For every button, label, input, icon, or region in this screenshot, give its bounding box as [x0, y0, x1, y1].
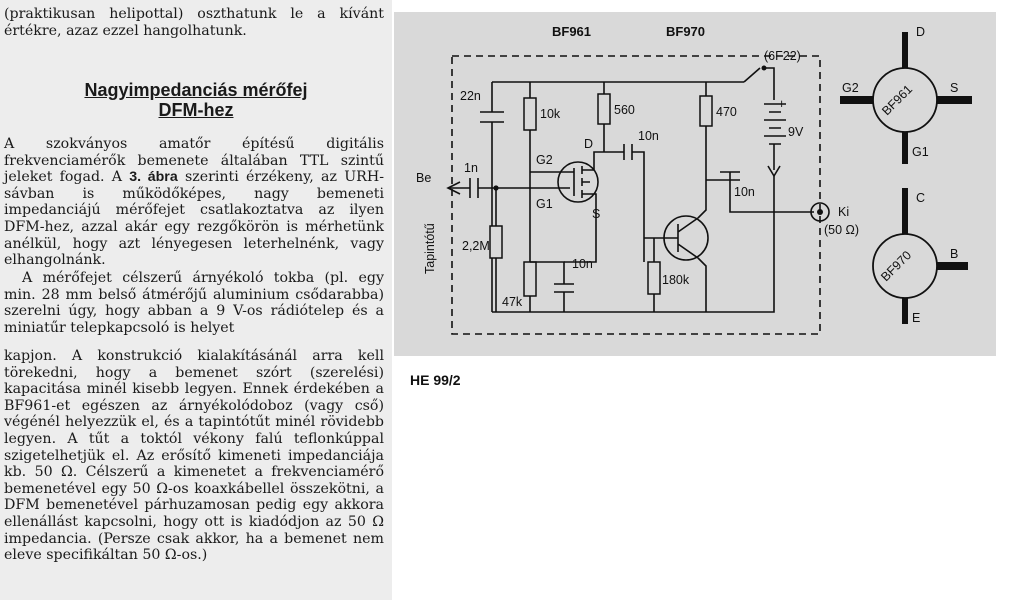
figure-reference: 3. ábra: [129, 169, 178, 186]
heading-line-2: DFM-hez: [158, 100, 234, 120]
resistor-2-2m: [489, 225, 503, 259]
capacitor-22n: [480, 82, 504, 312]
paragraph-1: A szokványos amatőr építésű digitális fr…: [4, 136, 384, 269]
label-10k: 10k: [540, 107, 561, 121]
label-pin-c: C: [916, 191, 925, 205]
label-pin-d: D: [916, 25, 925, 39]
label-10n-source: 10n: [572, 257, 593, 271]
label-probe: Tapintótű: [423, 223, 437, 274]
label-output: Ki: [838, 205, 849, 219]
label-gate1: G1: [536, 197, 553, 211]
switch-contact: [761, 65, 767, 71]
article-column: (praktikusan helipottal) oszthatunk le a…: [0, 0, 392, 600]
label-22n: 22n: [460, 89, 481, 103]
circuit-schematic: BF961 BF970 22n 10k 560 470 10n 10n 10n …: [416, 24, 972, 335]
label-source: S: [592, 207, 600, 221]
label-2-2m: 2,2M: [462, 239, 490, 253]
heading-line-1: Nagyimpedanciás mérőfej: [84, 80, 308, 100]
capacitor-10n-drain: [604, 144, 645, 262]
label-470: 470: [716, 105, 737, 119]
switch: [743, 67, 761, 83]
label-10n-output: 10n: [734, 185, 755, 199]
ground-rail: [492, 176, 775, 313]
label-560: 560: [614, 103, 635, 117]
label-1n: 1n: [464, 161, 478, 175]
label-drain: D: [584, 137, 593, 151]
paragraph-2: A mérőfejet célszerű árnyékoló tokba (pl…: [4, 270, 384, 336]
label-180k: 180k: [662, 273, 690, 287]
intro-paragraph: (praktikusan helipottal) oszthatunk le a…: [4, 6, 384, 39]
battery-symbol: [764, 103, 786, 145]
bf970-package: BF970 C B E: [872, 188, 968, 325]
bf961-package: BF961 D G2 S G1: [840, 25, 972, 164]
mosfet-bf961: [557, 161, 599, 203]
label-input: Be: [416, 171, 431, 185]
shield-box: [451, 55, 821, 335]
label-pin-g2: G2: [842, 81, 859, 95]
label-pin-s: S: [950, 81, 958, 95]
label-output-impedance: (50 Ω): [824, 223, 859, 237]
label-gate2: G2: [536, 153, 553, 167]
label-bf970: BF970: [666, 24, 705, 39]
article-heading: Nagyimpedanciás mérőfej DFM-hez: [4, 80, 388, 120]
paragraph-1-end: szerinti érzékeny, az URH-sávban is műkö…: [4, 169, 384, 269]
circuit-figure: BF961 BF970 22n 10k 560 470 10n 10n 10n …: [394, 12, 996, 356]
label-pin-b: B: [950, 247, 958, 261]
resistor-560: [597, 93, 611, 125]
resistor-180k: [647, 261, 661, 295]
output-connector: [810, 202, 830, 222]
input-arrow: [446, 181, 461, 195]
figure-caption: HE 99/2: [410, 372, 461, 388]
label-47k: 47k: [502, 295, 523, 309]
resistor-470: [699, 95, 713, 127]
resistor-47k: [523, 261, 537, 297]
resistor-10k: [523, 97, 537, 131]
paragraph-3: kapjon. A konstrukció kialakításánál arr…: [4, 348, 384, 564]
capacitor-1n: [448, 178, 544, 198]
label-10n-drain: 10n: [638, 129, 659, 143]
paragraph-1-start: A szokványos amatőr építésű digitális fr…: [4, 136, 384, 186]
label-plus: +: [778, 97, 785, 111]
label-pin-e: E: [912, 311, 920, 325]
label-9v: 9V: [788, 125, 804, 139]
capacitor-10n-output: [706, 171, 814, 213]
label-bf961: BF961: [552, 24, 591, 39]
label-battery: (6F22): [764, 49, 801, 63]
label-pin-g1: G1: [912, 145, 929, 159]
